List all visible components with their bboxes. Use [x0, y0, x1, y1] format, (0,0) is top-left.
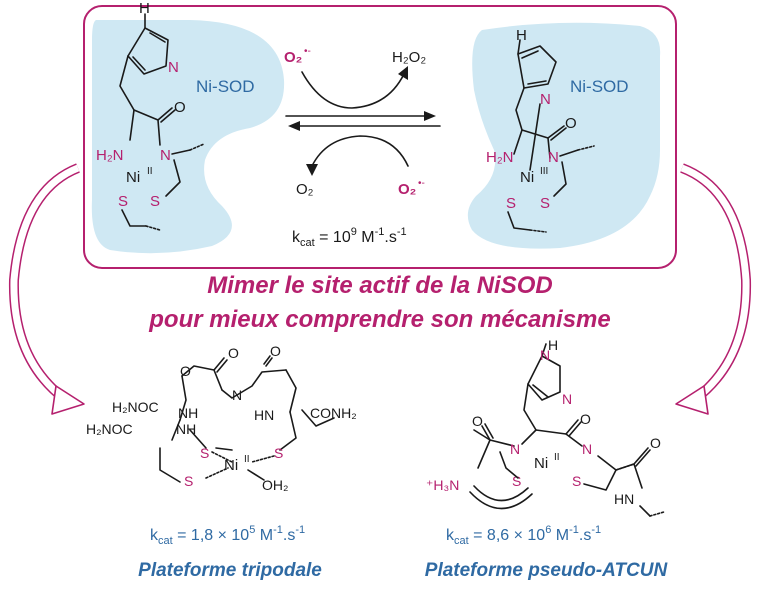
svg-text:N: N [562, 391, 572, 407]
caption-atcun: Plateforme pseudo-ATCUN [425, 560, 669, 581]
svg-text:H: H [139, 0, 150, 17]
kcat-enzyme: kcat = 109 M-1.s-1 [292, 226, 407, 249]
svg-text:S: S [150, 193, 160, 210]
svg-text:S: S [274, 445, 283, 461]
svg-text:N: N [540, 91, 551, 108]
reaction-scheme: O₂ •- H₂O₂ O₂ O₂ •- [284, 46, 441, 198]
svg-text:Ni: Ni [126, 169, 140, 186]
svg-text:II: II [244, 454, 250, 465]
left-protein-blob [91, 20, 285, 254]
right-protein-blob [467, 22, 661, 249]
kcat-tripodal: kcat = 1,8 × 105 M-1.s-1 [150, 524, 305, 547]
tripodal-structure: O O O H₂NOC H₂NOC NH NH HN N CONH₂ S S S… [86, 343, 357, 493]
svg-text:N: N [540, 347, 550, 363]
left-backbone: O H₂N N Ni II S S [96, 55, 205, 231]
svg-text:H₂N: H₂N [96, 147, 124, 164]
svg-text:S: S [512, 473, 521, 489]
right-imidazole: H N [516, 27, 557, 108]
caption-tripodal: Plateforme tripodale [138, 560, 322, 581]
svg-text:III: III [540, 166, 548, 177]
svg-text:N: N [168, 59, 179, 76]
svg-text:N: N [160, 147, 171, 164]
svg-text:H₂NOC: H₂NOC [112, 399, 159, 415]
svg-text:II: II [147, 166, 153, 177]
svg-text:Ni: Ni [224, 457, 238, 474]
title-line-2: pour mieux comprendre son mécanisme [148, 306, 610, 333]
svg-text:O: O [270, 343, 281, 359]
svg-text:⁺H₃N: ⁺H₃N [426, 477, 459, 493]
svg-text:O₂: O₂ [398, 181, 416, 198]
svg-text:S: S [506, 195, 516, 212]
svg-text:N: N [548, 149, 559, 166]
svg-text:S: S [572, 473, 581, 489]
svg-text:O: O [650, 435, 661, 451]
svg-text:O: O [174, 99, 186, 116]
svg-text:H: H [548, 337, 558, 353]
svg-text:NH: NH [176, 421, 196, 437]
right-backbone: O H₂N N Ni III S S [486, 87, 595, 233]
right-nisod-label: Ni-SOD [570, 77, 629, 96]
svg-text:O₂: O₂ [284, 49, 302, 66]
svg-text:O: O [565, 115, 577, 132]
title-line-1: Mimer le site actif de la NiSOD [207, 272, 552, 299]
svg-text:NH: NH [178, 405, 198, 421]
svg-text:N: N [510, 441, 520, 457]
svg-text:H₂NOC: H₂NOC [86, 421, 133, 437]
svg-text:S: S [540, 195, 550, 212]
svg-text:HN: HN [614, 491, 634, 507]
svg-text:O₂: O₂ [296, 181, 314, 198]
right-curved-arrow [675, 163, 752, 415]
svg-text:Ni: Ni [520, 169, 534, 186]
svg-text:HN: HN [254, 407, 274, 423]
svg-text:H₂N: H₂N [486, 149, 514, 166]
svg-text:S: S [184, 473, 193, 489]
left-imidazole: H N [127, 0, 179, 76]
svg-text:O: O [180, 363, 191, 379]
left-curved-arrow [8, 163, 85, 415]
kcat-atcun: kcat = 8,6 × 106 M-1.s-1 [446, 524, 601, 547]
svg-text:CONH₂: CONH₂ [310, 405, 357, 421]
svg-text:N: N [232, 387, 242, 403]
svg-text:OH₂: OH₂ [262, 477, 288, 493]
svg-text:O: O [228, 345, 239, 361]
svg-text:•-: •- [418, 178, 425, 189]
svg-text:H₂O₂: H₂O₂ [392, 49, 426, 66]
svg-text:•-: •- [304, 46, 311, 57]
svg-text:S: S [200, 445, 209, 461]
left-nisod-label: Ni-SOD [196, 77, 255, 96]
svg-text:H: H [516, 27, 527, 44]
svg-text:O: O [472, 413, 483, 429]
svg-text:S: S [118, 193, 128, 210]
atcun-structure: H N N O O O HN N N Ni II S S ⁺H₃N [426, 337, 665, 517]
svg-text:II: II [554, 452, 560, 463]
svg-text:N: N [582, 441, 592, 457]
svg-text:O: O [580, 411, 591, 427]
svg-text:Ni: Ni [534, 455, 548, 472]
